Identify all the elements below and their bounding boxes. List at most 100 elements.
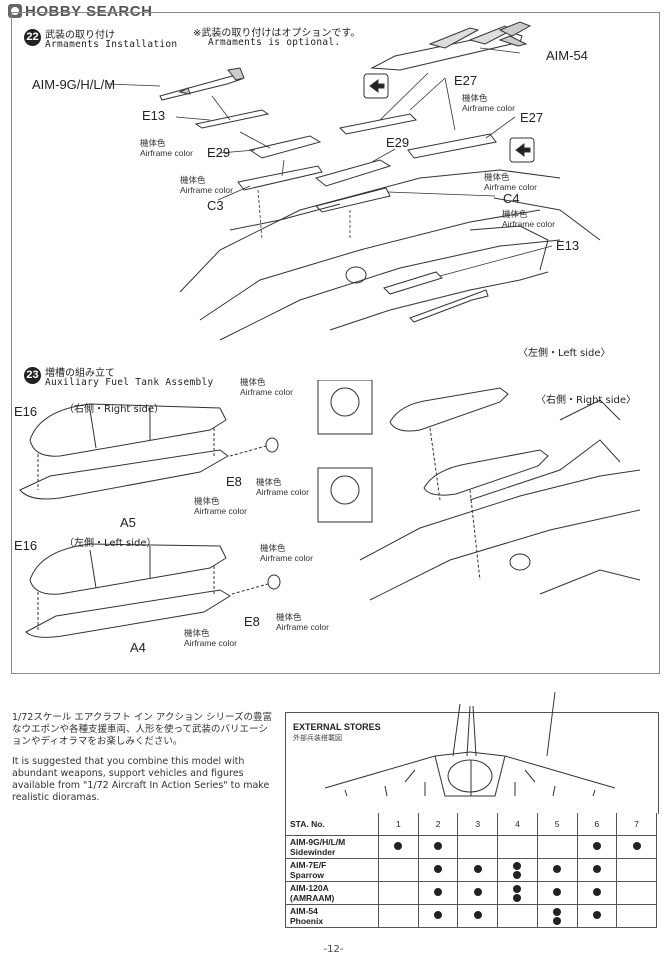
store-cell <box>616 858 657 882</box>
mount-dot-icon <box>434 865 443 873</box>
mount-dot-icon <box>394 842 403 850</box>
tank-a4-left <box>25 589 231 638</box>
station-4: 4 <box>497 813 538 836</box>
store-cell <box>497 904 538 928</box>
e29-pylon-left <box>248 135 322 159</box>
label-c3: C3 <box>207 198 224 213</box>
store-cell <box>497 835 538 859</box>
store-cell <box>417 858 459 882</box>
store-cell <box>378 881 419 905</box>
store-cell <box>457 858 499 882</box>
station-6: 6 <box>576 813 618 836</box>
store-cell <box>576 835 618 859</box>
station-1: 1 <box>378 813 419 836</box>
instruction-frame <box>11 12 660 674</box>
store-cell <box>378 904 419 928</box>
c4-pylon <box>315 187 391 213</box>
mount-dot-icon <box>473 911 482 919</box>
mount-dot-icon <box>473 865 482 873</box>
mount-dot-icon <box>473 888 482 896</box>
aim-9-lower <box>409 289 489 323</box>
external-stores-subtitle: 外部兵装搭載図 <box>293 734 342 742</box>
store-cell <box>378 835 419 859</box>
store-cell <box>536 835 578 859</box>
e29-pylon-right <box>314 159 392 187</box>
c3-pylon <box>237 165 323 191</box>
step-23-title-en: Auxiliary Fuel Tank Assembly <box>45 377 214 388</box>
store-cell <box>536 904 578 928</box>
store-cell <box>576 904 618 928</box>
store-cell <box>536 881 578 905</box>
table-row: AIM-120A(AMRAAM) <box>285 881 657 905</box>
label-left-side: （左側・Left side） <box>64 538 157 549</box>
mount-dot-icon <box>513 870 522 879</box>
store-cell <box>378 858 419 882</box>
label-e29-right: E29 <box>386 135 410 150</box>
series-note-jp: 1/72スケール エアクラフト イン アクション シリーズの豊富なウエポンや各種… <box>12 712 272 747</box>
station-5: 5 <box>536 813 578 836</box>
store-cell <box>576 881 618 905</box>
label-e29-left: E29 <box>207 145 231 160</box>
store-cell <box>576 858 618 882</box>
external-stores-title: EXTERNAL STORES <box>293 722 381 732</box>
stores-header-row: STA. No. 1 2 3 4 5 6 7 <box>285 813 657 836</box>
e27-pylon-lower <box>407 133 497 159</box>
store-cell <box>497 881 538 905</box>
tank-e16-right <box>29 403 227 457</box>
store-cell <box>417 835 459 859</box>
f14-front-view <box>324 691 616 797</box>
mount-dot-icon <box>434 888 443 896</box>
store-cell <box>616 904 657 928</box>
store-name: AIM-120A(AMRAAM) <box>285 881 379 905</box>
mount-dot-icon <box>553 916 562 925</box>
aim-54-missile <box>370 21 532 71</box>
step-23-drawing <box>19 380 641 638</box>
label-e13-right: E13 <box>556 238 580 253</box>
station-3: 3 <box>457 813 499 836</box>
aim-9-missile <box>159 67 245 101</box>
mount-dot-icon <box>592 865 601 873</box>
mount-dot-icon <box>553 907 562 916</box>
mount-dot-icon <box>513 893 522 902</box>
external-stores-panel <box>285 712 659 814</box>
store-cell <box>616 835 657 859</box>
mount-dot-icon <box>434 842 443 850</box>
optional-note-jp: ※武装の取り付けはオプションです。 <box>193 28 361 39</box>
optional-note-en: Armaments is optional. <box>208 37 341 48</box>
store-cell <box>417 881 459 905</box>
f14-underside-outline <box>179 169 601 341</box>
label-e16-left: E16 <box>14 538 38 553</box>
mount-dot-icon <box>434 911 443 919</box>
label-c4: C4 <box>503 191 520 206</box>
series-note-en: It is suggested that you combine this mo… <box>12 756 270 803</box>
station-2: 2 <box>417 813 459 836</box>
mount-dot-icon <box>513 884 522 893</box>
label-a4: A4 <box>130 640 146 655</box>
store-cell <box>497 858 538 882</box>
e8-part-right <box>265 437 279 453</box>
step-22-drawing <box>107 21 601 341</box>
mount-dot-icon <box>513 861 522 870</box>
label-e13-left: E13 <box>142 108 166 123</box>
store-cell <box>417 904 459 928</box>
e8-part-left <box>267 574 281 590</box>
sta-no-label: STA. No. <box>285 813 379 836</box>
mount-dot-icon <box>592 842 601 850</box>
label-e16-right: E16 <box>14 404 38 419</box>
label-e8-right: E8 <box>226 474 242 489</box>
store-cell <box>616 881 657 905</box>
mount-dot-icon <box>553 888 562 896</box>
step-22-number: 22 <box>24 29 41 46</box>
